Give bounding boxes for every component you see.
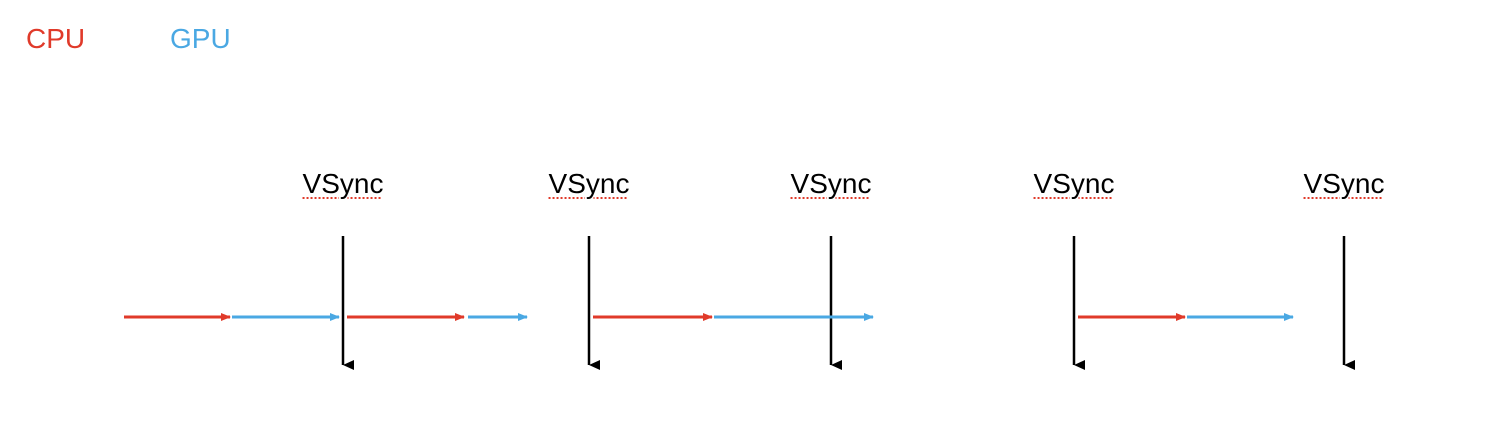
vsync-label-3: VSync: [790, 168, 872, 199]
legend-cpu-label: CPU: [26, 23, 86, 54]
legend-gpu-label: GPU: [170, 23, 231, 54]
vsync-label-1: VSync: [302, 168, 384, 199]
vsync-label-5: VSync: [1303, 168, 1385, 199]
vsync-label-4: VSync: [1033, 168, 1115, 199]
vsync-label-2: VSync: [548, 168, 630, 199]
